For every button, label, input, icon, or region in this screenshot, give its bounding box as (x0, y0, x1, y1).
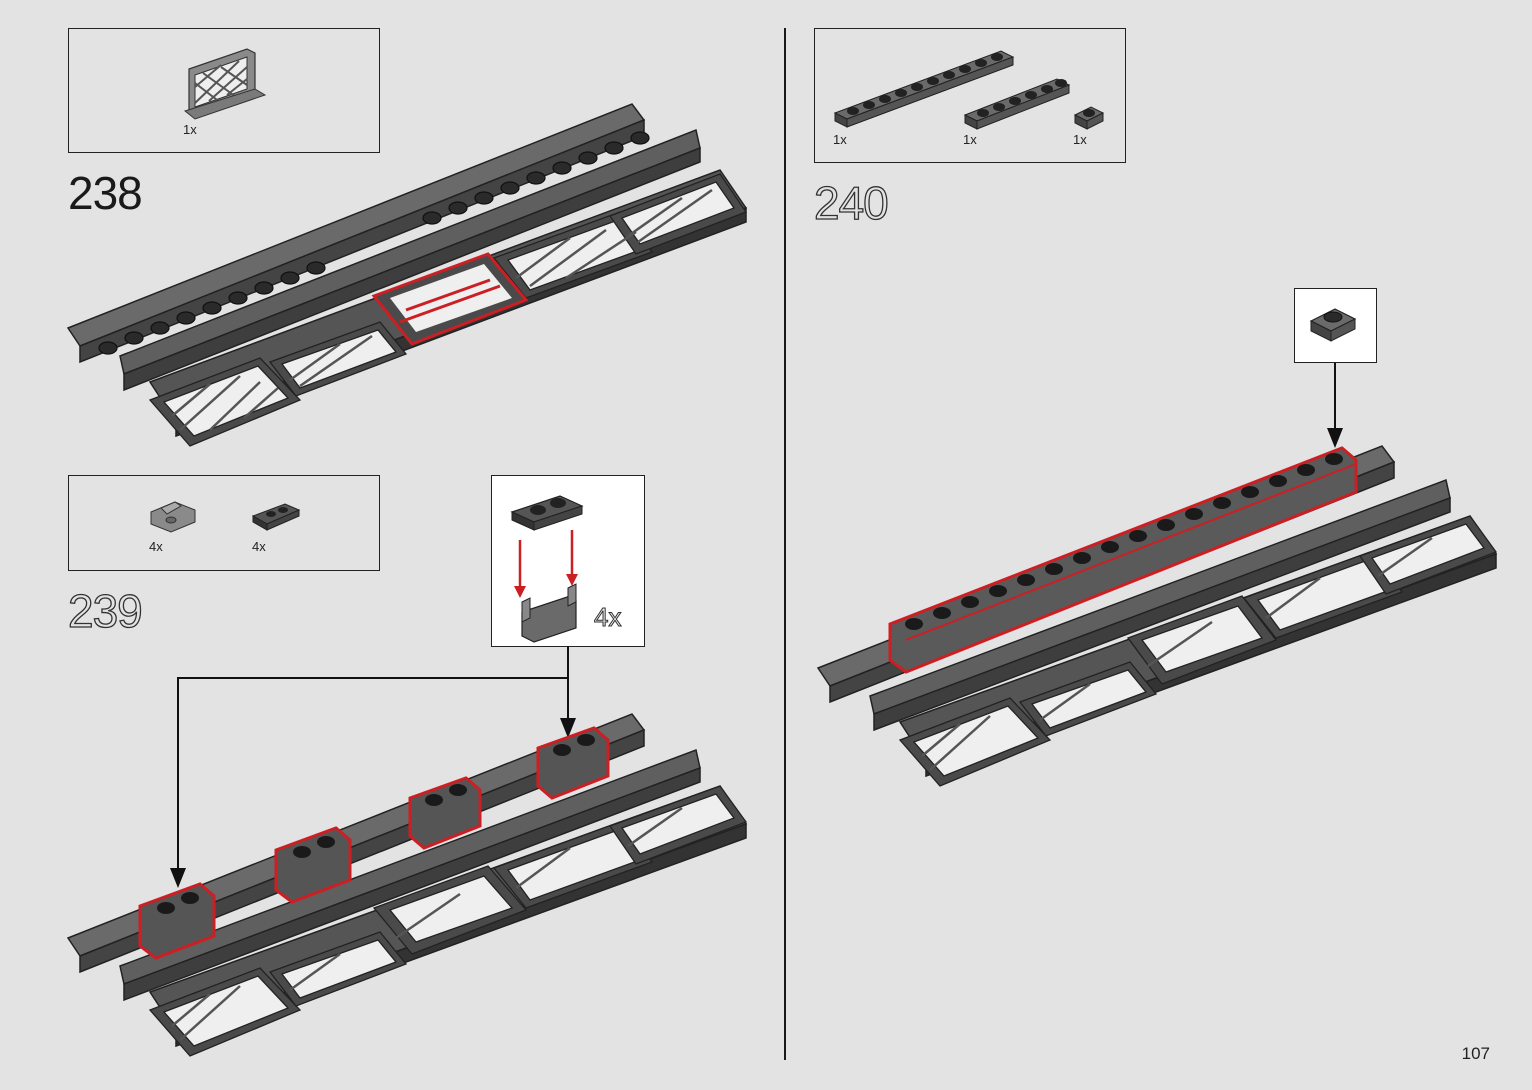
part-qty-240-3: 1x (1073, 132, 1087, 147)
plate-1x2-clip-icon (249, 502, 301, 532)
step-number-240: 240 (814, 180, 888, 226)
sub-assembly-callout-239: 4x (491, 475, 645, 647)
part-qty-240-1: 1x (833, 132, 847, 147)
step-number-239: 239 (68, 588, 142, 634)
page-number: 107 (1462, 1044, 1490, 1064)
bracket-plate-icon (147, 498, 197, 538)
parts-list-240: 1x 1x 1x (814, 28, 1126, 163)
assembly-238-model (60, 100, 760, 460)
plate-1x1-callout-icon (1309, 303, 1365, 349)
parts-list-239: 4x 4x (68, 475, 380, 571)
plate-1x6-icon (961, 69, 1073, 133)
placement-arrow (1327, 363, 1343, 448)
assembly-239-model (60, 646, 760, 1066)
part-qty-239-2: 4x (252, 539, 266, 554)
assembly-240-model (810, 360, 1510, 800)
page-divider (784, 28, 786, 1060)
part-qty-239-1: 4x (149, 539, 163, 554)
callout-quantity: 4x (594, 602, 621, 633)
part-qty-240-2: 1x (963, 132, 977, 147)
plate-1x1-icon (1073, 103, 1107, 133)
sub-assembly-callout-240 (1294, 288, 1377, 363)
